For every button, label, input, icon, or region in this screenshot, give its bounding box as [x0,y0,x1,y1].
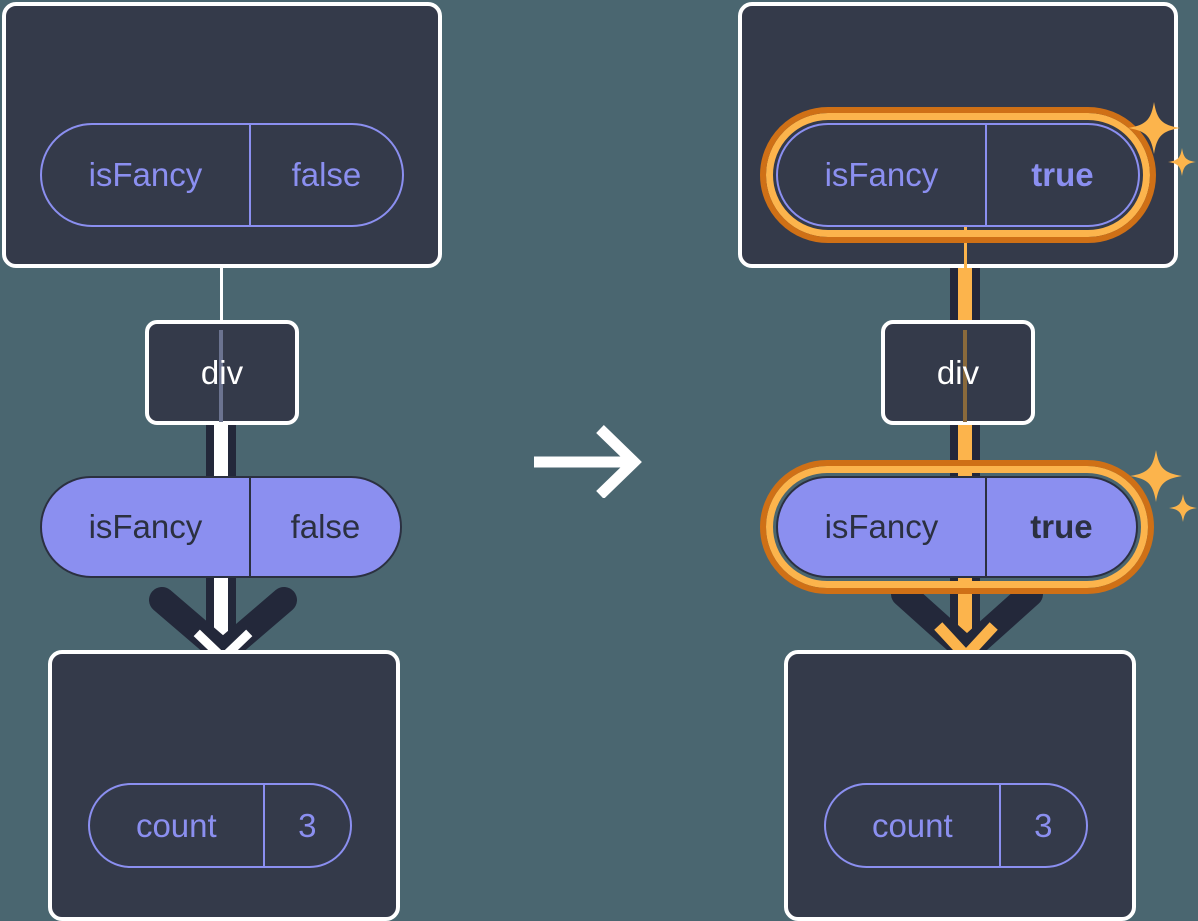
prop-pill[interactable]: isFancy false [40,476,402,578]
app-state-pill[interactable]: isFancy false [40,123,404,227]
prop-pill-value: false [248,478,400,576]
connector-app-inner [964,226,967,270]
panel-after: App isFancy true div isFancy true Counte… [736,0,1198,921]
prop-pill-key: isFancy [88,508,203,545]
panel-before: App isFancy false div isFancy false Coun… [0,0,462,921]
counter-state-pill[interactable]: count 3 [88,783,352,868]
prop-pill-value: true [984,478,1136,576]
app-state-pill-value: false [248,125,402,225]
connector-prop-to-counter [206,570,236,660]
arrow-right-icon [534,425,642,498]
counter-state-pill-key: count [135,806,217,844]
connector-through-div [963,330,967,422]
app-state-pill-key: isFancy [88,156,203,193]
counter-state-pill-value: 3 [998,785,1086,866]
prop-pill[interactable]: isFancy true [776,476,1138,578]
app-state-pill-key: isFancy [824,156,939,193]
app-state-pill-value: true [984,125,1138,225]
counter-state-pill-key: count [871,806,953,844]
counter-state-pill[interactable]: count 3 [824,783,1088,868]
prop-pill-key: isFancy [824,508,939,545]
counter-state-pill-value: 3 [262,785,350,866]
card-div[interactable] [881,320,1035,425]
connector-prop-to-counter [950,566,980,660]
app-state-pill[interactable]: isFancy true [776,123,1140,227]
connector-through-div [219,330,223,422]
connector-app-to-div [220,264,223,324]
